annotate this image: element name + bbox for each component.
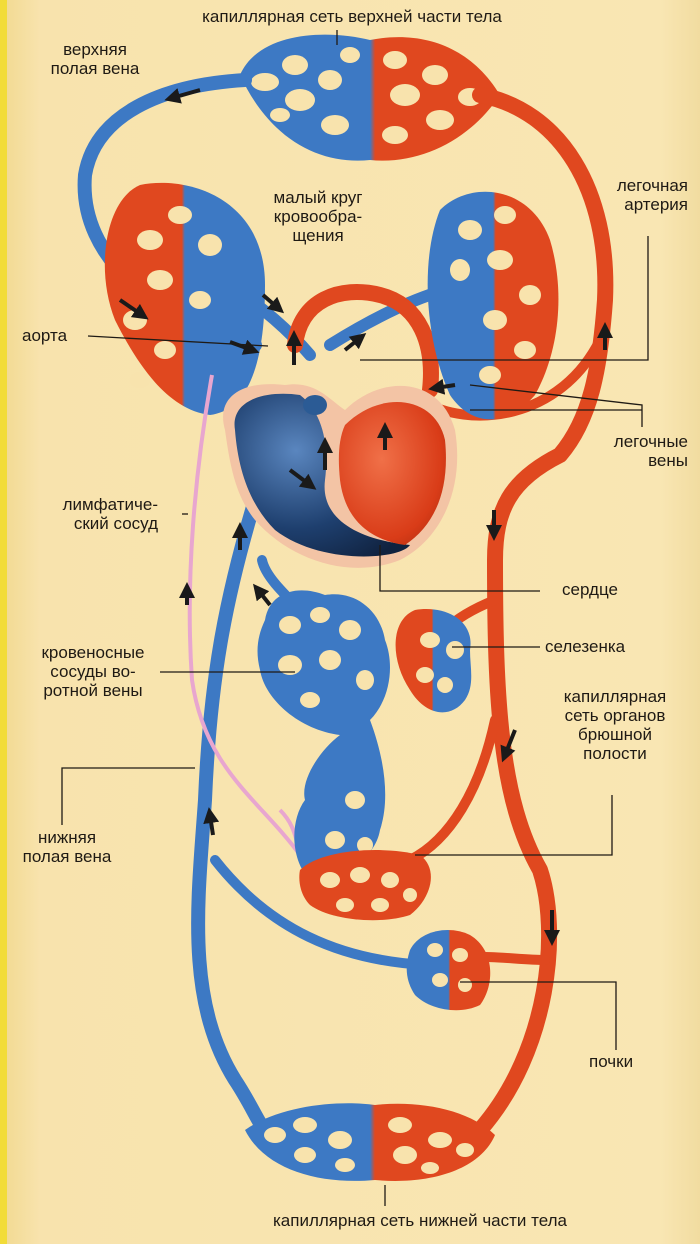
label-lower-capillary: капиллярная сеть нижней части тела xyxy=(273,1211,567,1230)
label-portal-vein: кровеносные сосуды во- ротной вены xyxy=(18,643,168,700)
label-spleen: селезенка xyxy=(545,637,626,656)
label-line: артерия xyxy=(624,195,688,214)
upper-capillary-network xyxy=(240,34,500,161)
spleen xyxy=(395,609,472,713)
label-line: лимфатиче- xyxy=(62,495,158,514)
heart xyxy=(223,384,458,568)
label-pulmonary-veins: легочные вены xyxy=(560,432,688,470)
label-line: легочные xyxy=(613,432,688,451)
abdominal-capillary-network xyxy=(299,850,431,921)
label-line: вены xyxy=(648,451,688,470)
label-line: брюшной xyxy=(578,725,652,744)
label-line: полая вена xyxy=(50,59,140,78)
label-lymphatic-vessel: лимфатиче- ский сосуд xyxy=(20,495,158,533)
label-heart: сердце xyxy=(562,580,618,599)
page-edge xyxy=(0,0,7,1244)
leader-lines xyxy=(61,30,649,1206)
flow-arrows xyxy=(118,88,613,946)
label-kidneys: почки xyxy=(589,1052,634,1071)
label-abdominal-capillary: капиллярная сеть органов брюшной полости xyxy=(540,687,690,763)
label-line: малый круг xyxy=(273,188,363,207)
label-line: щения xyxy=(292,226,344,245)
label-pulmonary-circulation: малый круг кровообра- щения xyxy=(268,188,368,245)
label-line: ский сосуд xyxy=(73,514,158,533)
label-line: легочная xyxy=(616,176,688,195)
label-line: полости xyxy=(583,744,647,763)
label-upper-capillary: капиллярная сеть верхней части тела xyxy=(202,7,502,26)
label-line: сеть органов xyxy=(564,706,666,725)
kidney xyxy=(406,930,491,1011)
label-line: верхняя xyxy=(63,40,127,59)
label-inferior-vena-cava: нижняя полая вена xyxy=(12,828,122,866)
left-lung xyxy=(104,182,265,415)
portal-vein-network xyxy=(257,590,390,880)
label-line: полая вена xyxy=(22,847,112,866)
right-lung xyxy=(427,191,559,420)
lower-capillary-network xyxy=(245,1103,495,1181)
label-line: нижняя xyxy=(37,828,97,847)
label-line: сосуды во- xyxy=(50,662,136,681)
label-line: кровообра- xyxy=(273,207,363,226)
label-line: капиллярная xyxy=(563,687,667,706)
label-superior-vena-cava: верхняя полая вена xyxy=(30,40,160,78)
label-pulmonary-artery: легочная артерия xyxy=(560,176,688,214)
label-line: кровеносные xyxy=(41,643,145,662)
label-line: ротной вены xyxy=(43,681,143,700)
label-aorta: аорта xyxy=(22,326,68,345)
